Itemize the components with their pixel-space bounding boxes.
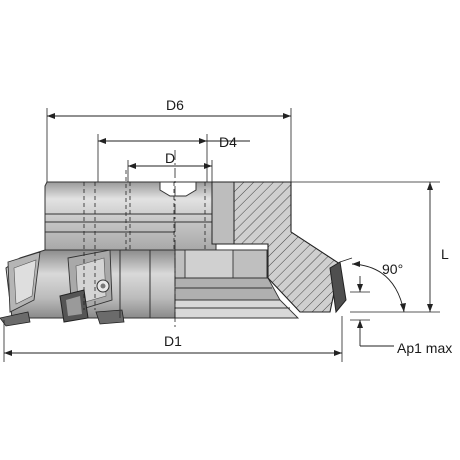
dimension-l: L xyxy=(291,181,449,313)
dimension-d1: D1 xyxy=(3,316,343,362)
bore-section xyxy=(174,249,300,319)
label-d6: D6 xyxy=(166,97,184,113)
label-d1: D1 xyxy=(164,333,182,349)
cutter-body-exterior xyxy=(44,181,217,251)
insert-right xyxy=(329,261,347,314)
cutter-body-lower xyxy=(0,249,176,327)
label-angle: 90° xyxy=(382,261,403,277)
dimension-ap1: Ap1 max xyxy=(350,276,452,356)
dimension-d: D xyxy=(127,150,213,182)
label-d4: D4 xyxy=(219,134,237,150)
label-ap1: Ap1 max xyxy=(397,340,452,356)
dimension-d4: D4 xyxy=(97,134,250,182)
hidden-lines xyxy=(83,170,213,310)
angle-indicator: 90° xyxy=(339,257,406,313)
dimension-d6: D6 xyxy=(46,97,292,182)
label-d: D xyxy=(165,150,175,166)
label-l: L xyxy=(441,246,449,262)
